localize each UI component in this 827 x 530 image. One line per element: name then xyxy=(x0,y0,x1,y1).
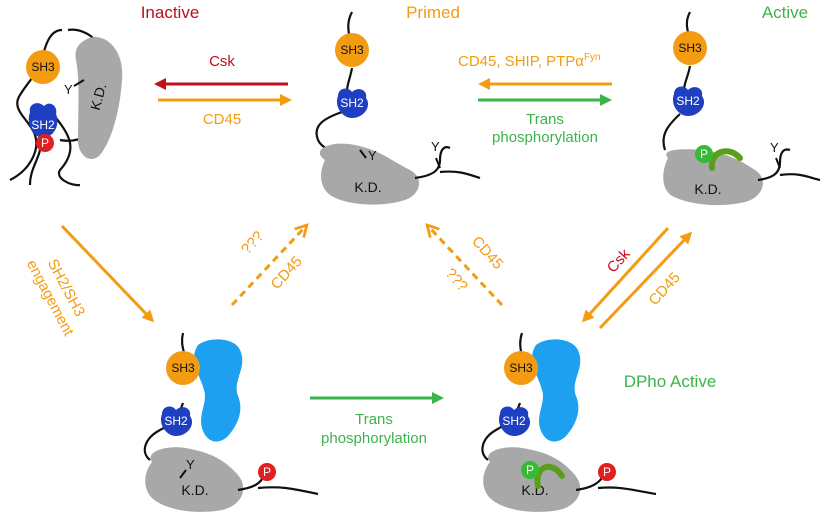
dpho-activation-loop xyxy=(534,463,565,489)
active-phospho-site xyxy=(695,145,713,163)
state-title-inactive: Inactive xyxy=(141,3,200,22)
dpho-phospho-red-label: P xyxy=(603,465,611,479)
dpho-kd-label: K.D. xyxy=(521,482,548,498)
primed-src-molecule: K.D. Y Y SH3 SH2 xyxy=(315,11,481,205)
label-unknown-left: ??? xyxy=(238,228,267,258)
inactive-phospho-site xyxy=(36,134,54,152)
label-cd45-top: CD45 xyxy=(203,111,241,128)
arrow-active-to-dpho xyxy=(581,226,670,323)
dpho-phospho-red-site xyxy=(598,463,616,481)
inactive-sh3-domain xyxy=(26,50,60,84)
inactive-kd-label: K.D. xyxy=(87,81,110,111)
dpho-phospho-green-site xyxy=(521,461,539,479)
arrow-cd45-dpho-to-active xyxy=(598,231,693,330)
primed-tyr-label: Y xyxy=(368,148,377,163)
inactive-tyr-label: Y xyxy=(64,82,73,97)
engaged-tyr-label: Y xyxy=(186,457,195,472)
inactive-sh2-domain xyxy=(28,103,58,138)
engaged-phospho-site xyxy=(258,463,276,481)
active-src-molecule: K.D. P Y SH3 SH2 xyxy=(662,11,821,206)
active-kd-label: K.D. xyxy=(694,181,721,197)
label-unknown-right: ??? xyxy=(442,265,471,295)
state-title-primed: Primed xyxy=(406,3,460,22)
state-title-active: Active xyxy=(762,3,808,22)
dpho-sh2-domain xyxy=(498,406,531,436)
engaged-phospho-label: P xyxy=(263,465,271,479)
engaged-src-molecule: K.D. Y P SH3 SH2 xyxy=(143,332,319,512)
active-activation-loop xyxy=(708,148,743,171)
label-trans-top-1: Trans xyxy=(526,111,564,128)
primed-sh3-label: SH3 xyxy=(340,43,364,57)
dpho-kinase-domain xyxy=(483,447,581,512)
dpho-ligand xyxy=(532,339,581,442)
engaged-sh2-domain xyxy=(160,406,193,436)
label-csk-top: Csk xyxy=(209,53,235,70)
label-cd45-right-dashed: CD45 xyxy=(468,233,506,273)
label-trans-bottom-1: Trans xyxy=(355,411,393,428)
inactive-src-molecule: K.D. Y SH3 SH2 P xyxy=(9,28,123,187)
engaged-ligand-left xyxy=(194,339,243,442)
active-kinase-domain xyxy=(663,149,763,206)
engaged-kd-label: K.D. xyxy=(181,482,208,498)
primed-tail-tyr-label: Y xyxy=(431,139,440,154)
dpho-phospho-green-label: P xyxy=(526,463,534,477)
inactive-sh3-label: SH3 xyxy=(31,60,55,74)
label-primed-to-active-phosphatases: CD45, SHIP, PTPαFyn xyxy=(458,52,601,70)
active-sh2-label: SH2 xyxy=(676,94,700,108)
active-phospho-label: P xyxy=(700,147,708,161)
active-sh2-domain xyxy=(672,86,705,116)
engaged-sh3-label: SH3 xyxy=(171,361,195,375)
active-sh3-domain xyxy=(673,31,707,65)
inactive-phospho-label: P xyxy=(41,136,49,150)
dpho-sh2-label: SH2 xyxy=(502,414,526,428)
primed-sh2-domain xyxy=(336,88,369,118)
state-title-dpho-active: DPho Active xyxy=(624,372,717,391)
engaged-kinase-domain xyxy=(145,447,244,512)
engaged-sh3-domain xyxy=(166,351,200,385)
dpho-active-src-molecule: K.D. P P SH3 SH2 xyxy=(481,332,657,512)
arrow-sh2-sh3-engagement xyxy=(60,224,155,323)
engaged-sh2-label: SH2 xyxy=(164,414,188,428)
dpho-sh3-label: SH3 xyxy=(509,361,533,375)
label-trans-top-2: phosphorylation xyxy=(492,129,598,146)
arrow-dashed-engaged-to-primed xyxy=(230,226,306,307)
inactive-kinase-domain xyxy=(75,36,123,160)
dpho-sh3-domain xyxy=(504,351,538,385)
arrow-dashed-dpho-to-primed xyxy=(428,226,504,307)
active-sh3-label: SH3 xyxy=(678,41,702,55)
inactive-sh2-label: SH2 xyxy=(31,118,55,132)
primed-sh3-domain xyxy=(335,33,369,67)
primed-kinase-domain xyxy=(319,143,420,205)
active-tail-tyr-label: Y xyxy=(770,140,779,155)
primed-kd-label: K.D. xyxy=(354,179,381,195)
primed-sh2-label: SH2 xyxy=(340,96,364,110)
label-trans-bottom-2: phosphorylation xyxy=(321,430,427,447)
